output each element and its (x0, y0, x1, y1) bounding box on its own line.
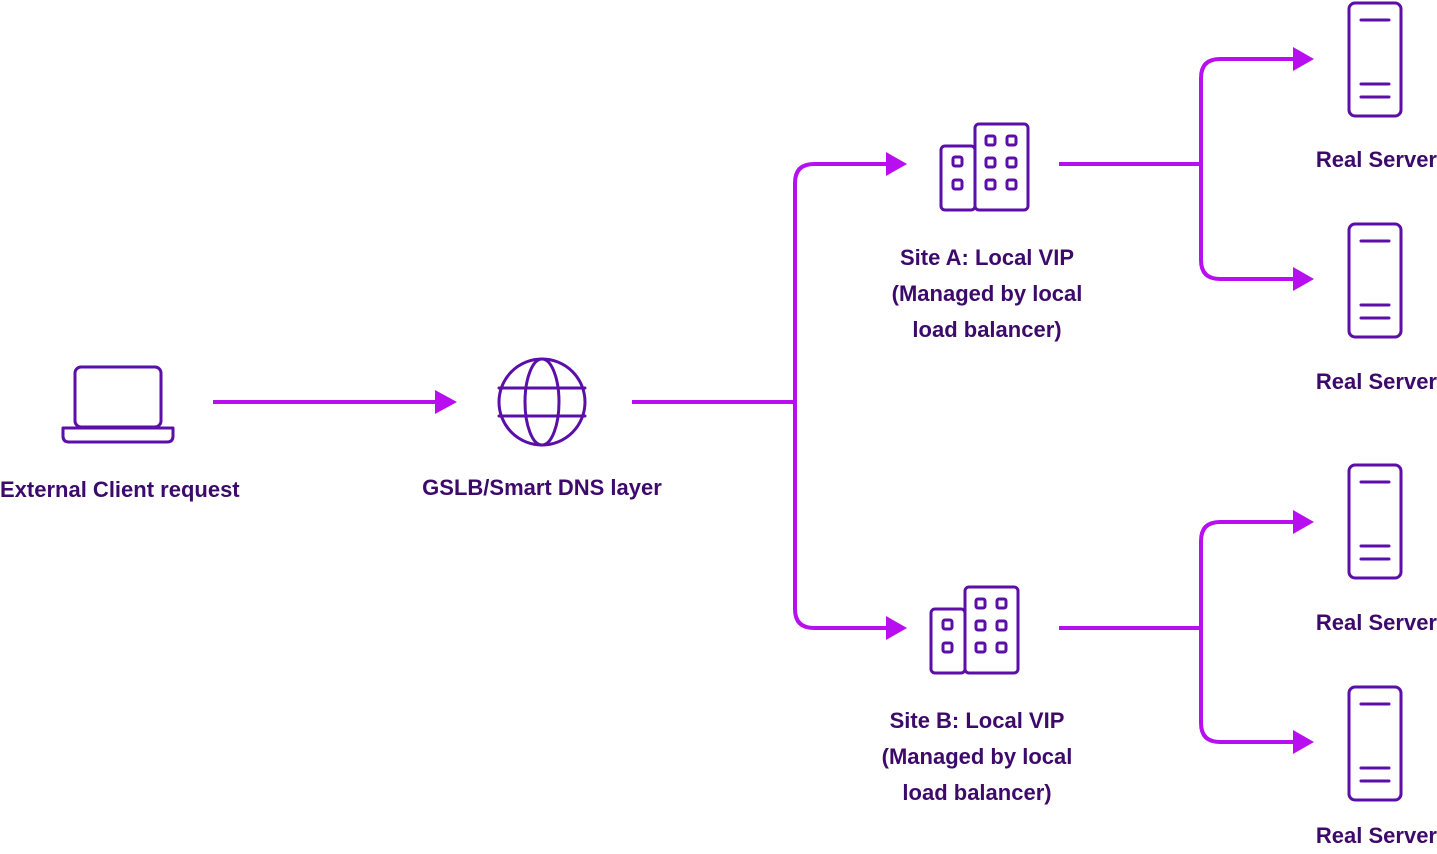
site-a-label-line-3: load balancer) (912, 317, 1062, 342)
arrowhead-to-server-3 (1293, 510, 1314, 534)
site-b-label: Site B: Local VIP (Managed by local load… (857, 703, 1097, 811)
server-3-icon (1347, 463, 1403, 580)
server-2-icon (1347, 222, 1403, 339)
arrowhead-to-server-1 (1293, 47, 1314, 71)
server-4-icon (1347, 685, 1403, 802)
site-a-label-line-1: Site A: Local VIP (899, 245, 1074, 270)
arrowhead-to-server-2 (1293, 267, 1314, 291)
arrowhead-to-site-a (886, 152, 907, 176)
server-3-label: Real Server (1315, 610, 1437, 635)
connector-gslb-to-site-b (793, 402, 888, 630)
connector-site-b-to-server-4 (1199, 628, 1295, 744)
site-b-label-line-3: load balancer) (902, 780, 1052, 805)
site-a-buildings-icon (939, 122, 1030, 212)
server-1-icon (1347, 1, 1403, 118)
site-b-buildings-icon (929, 585, 1020, 675)
site-b-label-line-2: (Managed by local (881, 744, 1073, 769)
connector-site-b-to-server-3 (1199, 520, 1295, 628)
server-2-label: Real Server (1315, 369, 1437, 394)
arrowhead-to-site-b (886, 616, 907, 640)
connector-site-a-to-server-2 (1199, 164, 1295, 281)
gslb-label: GSLB/Smart DNS layer (422, 475, 662, 500)
arrowhead-to-gslb (435, 390, 457, 414)
arrowhead-to-server-4 (1293, 730, 1314, 754)
laptop-icon (61, 365, 175, 444)
server-4-label: Real Server (1315, 823, 1437, 848)
client-label: External Client request (0, 477, 240, 502)
site-a-label: Site A: Local VIP (Managed by local load… (867, 240, 1107, 348)
globe-icon (497, 357, 587, 447)
connector-site-a-to-server-1 (1199, 57, 1295, 164)
site-b-label-line-1: Site B: Local VIP (889, 708, 1065, 733)
connector-gslb-to-site-a (793, 162, 888, 402)
server-1-label: Real Server (1315, 147, 1437, 172)
site-a-label-line-2: (Managed by local (891, 281, 1083, 306)
